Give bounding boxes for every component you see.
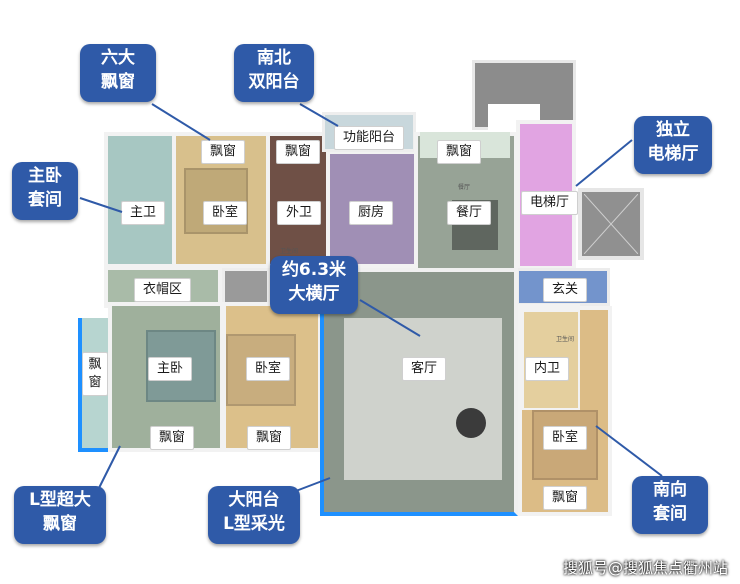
elevator-hall-label: 电梯厅 — [521, 191, 579, 215]
dining-small-label: 餐厅 — [458, 184, 471, 191]
kitchen-label: 厨房 — [349, 201, 394, 225]
guest-bath-label: 外卫 — [277, 201, 322, 225]
bay-top-dining-label: 飘窗 — [437, 140, 482, 164]
callout-master-suite: 主卧套间 — [12, 162, 78, 220]
bay-bottom-2-label: 飘窗 — [247, 426, 292, 450]
watermark-text: 搜狐号@搜狐焦点衢州站 — [562, 559, 728, 577]
living-rug — [344, 318, 502, 480]
callout-private-elevator-hall: 独立电梯厅 — [634, 116, 712, 174]
bay-left-label: 飘窗 — [82, 352, 108, 396]
cloakroom-room — [104, 266, 222, 308]
master-bedroom-label: 主卧 — [148, 357, 193, 381]
inner-small-label: 卫生间 — [556, 336, 575, 343]
callout-south-suite: 南向套间 — [632, 476, 708, 534]
bay-bottom-right-label: 飘窗 — [543, 486, 588, 510]
coffee-table — [456, 408, 486, 438]
mid-bedroom-label: 卧室 — [246, 357, 291, 381]
inner-bath-label: 内卫 — [525, 357, 570, 381]
foyer-label: 玄关 — [543, 278, 588, 302]
callout-north-south-balcony: 南北双阳台 — [234, 44, 314, 102]
master-bath-label: 主卫 — [121, 201, 166, 225]
callout-l-bay-window: L型超大飘窗 — [14, 486, 106, 544]
dining-label: 餐厅 — [447, 201, 492, 225]
right-bedroom-label: 卧室 — [543, 426, 588, 450]
callout-six-bay-windows: 六大飘窗 — [80, 44, 156, 102]
functional-balcony-label: 功能阳台 — [334, 126, 405, 150]
top-bedroom-label: 卧室 — [203, 201, 248, 225]
elevator-shaft-cross — [584, 194, 638, 254]
bay-top-1-label: 飘窗 — [201, 140, 246, 164]
cloakroom-label: 衣帽区 — [134, 278, 192, 302]
living-room-label: 客厅 — [402, 357, 447, 381]
bay-bottom-1-label: 飘窗 — [150, 426, 195, 450]
bay-top-2-label: 飘窗 — [276, 140, 321, 164]
callout-big-living-hall: 约6.3米大横厅 — [270, 256, 358, 314]
bath-small-label: 卫生间 — [280, 248, 299, 255]
